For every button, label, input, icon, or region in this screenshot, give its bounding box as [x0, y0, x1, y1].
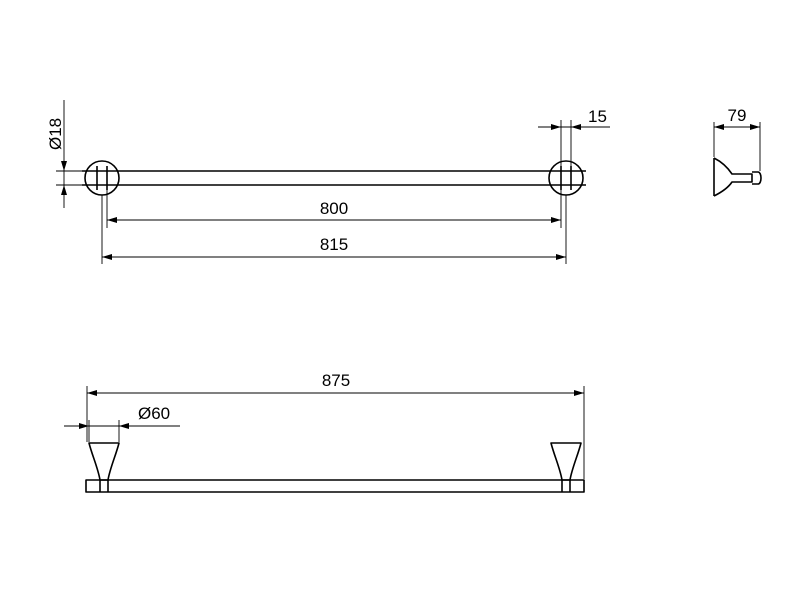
front-view: Ø18 15 800 815: [46, 100, 610, 264]
overall-length-label: 875: [322, 371, 350, 390]
rosette-diameter-label: Ø60: [138, 404, 170, 423]
dimension-arrow: [551, 217, 561, 223]
centre-length-label: 815: [320, 235, 348, 254]
dimension-arrow: [119, 423, 129, 429]
side-view: 79: [713, 106, 762, 197]
dimension-arrow: [750, 124, 760, 130]
tube-diameter-label: Ø18: [46, 118, 65, 150]
dimension-arrow: [571, 124, 581, 130]
bar-body: [85, 479, 585, 493]
dimension-arrow: [79, 423, 89, 429]
right-rosette: [548, 160, 584, 196]
left-bracket: [88, 442, 120, 481]
dimension-arrow: [574, 390, 584, 396]
dimension-arrow: [556, 254, 566, 260]
inner-length-label: 800: [320, 199, 348, 218]
dimension-arrow: [102, 254, 112, 260]
bracket-profile: [713, 157, 753, 197]
tube-end: [752, 171, 762, 185]
dimension-arrow: [61, 185, 67, 195]
dimension-arrow: [61, 161, 67, 171]
dimension-arrow: [551, 124, 561, 130]
right-bracket: [550, 442, 582, 481]
dimension-arrow: [87, 390, 97, 396]
top-view: 875 Ø60: [64, 371, 585, 493]
dimension-arrow: [107, 217, 117, 223]
projection-label: 79: [728, 106, 747, 125]
bracket-offset-label: 15: [588, 107, 607, 126]
dimension-arrow: [714, 124, 724, 130]
left-rosette: [84, 160, 120, 196]
